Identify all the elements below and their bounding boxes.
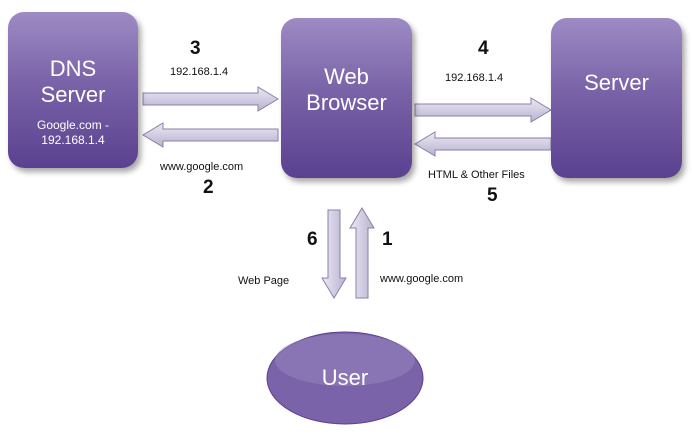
arrow-step-3	[142, 86, 279, 112]
step-1-number: 1	[382, 229, 393, 250]
dns-server-subtitle: Google.com - 192.168.1.4	[36, 118, 110, 147]
server-title: Server	[584, 70, 649, 95]
server-node: Server	[551, 18, 682, 178]
arrow-step-5	[414, 131, 552, 157]
step-5-label: HTML & Other Files	[428, 169, 525, 181]
arrow-step-2	[142, 122, 279, 148]
step-4-label: 192.168.1.4	[445, 72, 504, 84]
step-5-number: 5	[487, 185, 498, 206]
step-2-label: www.google.com	[160, 161, 244, 173]
dns-server-title: DNS Server	[40, 56, 106, 107]
step-3-number: 3	[190, 38, 201, 59]
arrow-step-6	[321, 209, 347, 299]
dns-server-node: DNS Server Google.com - 192.168.1.4	[8, 12, 138, 168]
web-browser-title: Web Browser	[306, 64, 387, 115]
step-2-number: 2	[203, 177, 214, 198]
arrow-step-1	[349, 207, 375, 299]
step-6-label: Web Page	[238, 275, 290, 287]
step-3-label: 192.168.1.4	[170, 66, 229, 78]
step-4-number: 4	[478, 38, 489, 59]
arrow-step-4	[414, 97, 552, 123]
step-6-number: 6	[307, 229, 318, 250]
web-browser-node: Web Browser	[281, 18, 412, 178]
user-node-shape	[266, 331, 424, 425]
step-1-label: www.google.com	[380, 273, 464, 285]
user-node-highlight	[275, 334, 415, 386]
user-title: User	[321, 365, 369, 390]
